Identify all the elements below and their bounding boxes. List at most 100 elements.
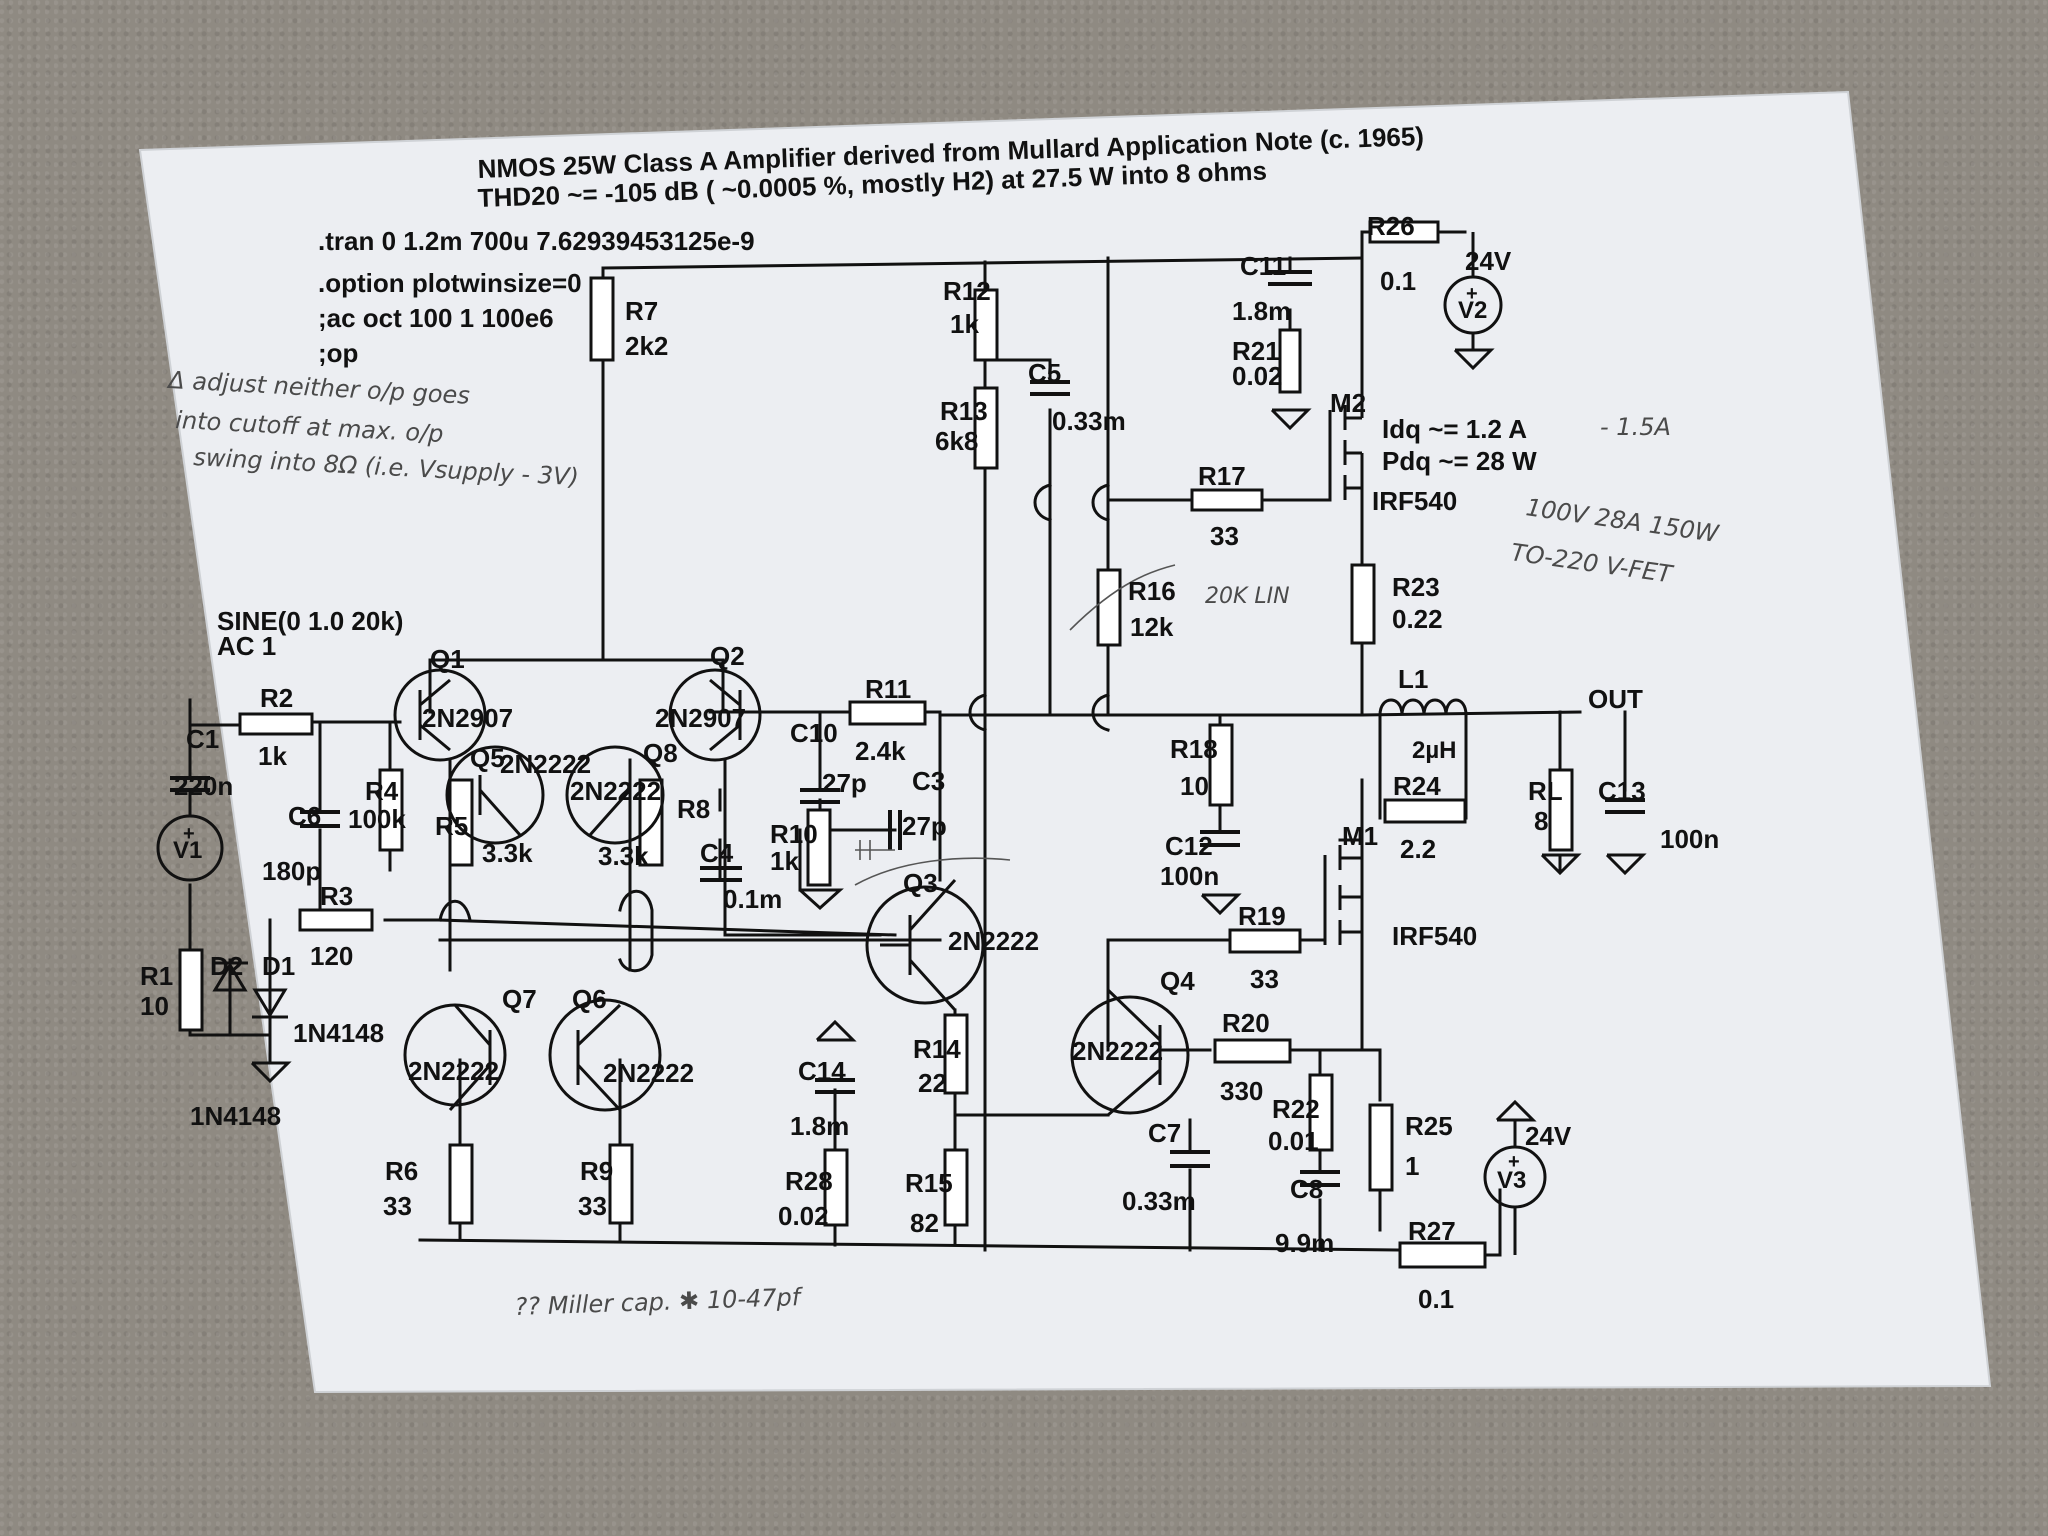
r10-value: 1k: [770, 846, 799, 876]
r28-value: 0.02: [778, 1201, 829, 1231]
r19-name: R19: [1238, 901, 1286, 931]
wire-crossovers: [438, 483, 1110, 973]
r15-value: 82: [910, 1208, 939, 1238]
q5-symbol: [445, 745, 545, 845]
svg-text:+: +: [1508, 1151, 1520, 1173]
r24-body: [1383, 798, 1467, 824]
r7-value: 2k2: [625, 331, 668, 361]
source-signs: + + +: [183, 283, 1520, 1173]
r20-name: R20: [1222, 1008, 1270, 1038]
m1-symbol: [1323, 845, 1362, 945]
q7-model: 2N2222: [408, 1056, 499, 1086]
r6-body: [448, 1143, 474, 1225]
v1-name: V1: [173, 837, 202, 864]
r3-name: R3: [320, 881, 353, 911]
q3-model: 2N2222: [948, 926, 1039, 956]
hand-r16-note: 20K LIN: [1205, 584, 1290, 609]
directive-ac: ;ac oct 100 1 100e6: [318, 303, 554, 333]
r15-name: R15: [905, 1168, 953, 1198]
q6-symbol: [548, 998, 662, 1112]
r28-name: R28: [785, 1166, 833, 1196]
r22-value: 0.01: [1268, 1126, 1319, 1156]
c10-value: 27p: [822, 768, 867, 798]
r1-value: 10: [140, 991, 169, 1021]
q3-name: Q3: [903, 868, 938, 898]
q4-model: 2N2222: [1072, 1036, 1163, 1066]
l1-value: 2µH: [1412, 737, 1457, 764]
svg-text:+: +: [1466, 283, 1478, 305]
r10-name: R10: [770, 819, 818, 849]
r9-name: R9: [580, 1156, 613, 1186]
r23-value: 0.22: [1392, 604, 1443, 634]
q2-symbol: [668, 668, 762, 762]
r26-name: R26: [1367, 211, 1415, 241]
r16-value: 12k: [1130, 612, 1174, 642]
rl-value: 8: [1534, 806, 1548, 836]
rl-body: [1548, 768, 1574, 852]
svg-text:+: +: [183, 823, 195, 845]
directive-option: .option plotwinsize=0: [318, 268, 582, 298]
c13-value: 100n: [1660, 824, 1719, 854]
r12-name: R12: [943, 276, 991, 306]
r12-value: 1k: [950, 309, 979, 339]
q4-symbol: [1070, 995, 1190, 1115]
q1-symbol: [393, 668, 487, 762]
q2-name: Q2: [710, 641, 745, 671]
r27-value: 0.1: [1418, 1284, 1454, 1314]
r3-body: [298, 908, 374, 932]
r14-value: 22: [918, 1068, 947, 1098]
v3-value: 24V: [1525, 1121, 1572, 1151]
c11-name: C11: [1240, 251, 1286, 281]
q1-name: Q1: [430, 644, 465, 674]
spice-idq: Idq ~= 1.2 A: [1382, 414, 1527, 444]
r10-body: [806, 808, 832, 887]
r26-value: 0.1: [1380, 266, 1416, 296]
diodes: [212, 950, 288, 1035]
r4-body: [378, 768, 404, 852]
r22-body: [1308, 1073, 1334, 1152]
c7-name: C7: [1148, 1118, 1181, 1148]
r4-name: R4: [365, 776, 399, 806]
r9-value: 33: [578, 1191, 607, 1221]
r21-value: 0.02: [1232, 361, 1283, 391]
directive-op: ;op: [318, 338, 358, 368]
r19-body: [1228, 928, 1302, 954]
c12-name: C12: [1165, 831, 1213, 861]
r6-name: R6: [385, 1156, 418, 1186]
r14-name: R14: [913, 1034, 961, 1064]
voltage-sources: [156, 232, 1547, 1255]
r21-name: R21: [1232, 336, 1280, 366]
r25-name: R25: [1405, 1111, 1453, 1141]
directive-tran: .tran 0 1.2m 700u 7.62939453125e-9: [318, 226, 755, 256]
q4-name: Q4: [1160, 966, 1195, 996]
component-labels: R7 2k2 R12 1k R13 6k8 C5 0.33m C11 1.8m …: [140, 211, 1719, 1314]
r25-body: [1368, 1103, 1394, 1192]
r1-body: [178, 948, 204, 1032]
d2-model: 1N4148: [190, 1101, 281, 1131]
m2-name: M2: [1330, 388, 1366, 418]
r17-value: 33: [1210, 521, 1239, 551]
m2-symbol: [1328, 400, 1364, 500]
r7-body: [589, 276, 615, 362]
c14-name: C14: [798, 1056, 846, 1086]
r3-value: 120: [310, 941, 353, 971]
r6-value: 33: [383, 1191, 412, 1221]
c3-name: C3: [912, 766, 945, 796]
r4-value: 100k: [348, 804, 406, 834]
c14-value: 1.8m: [790, 1111, 849, 1141]
r1-name: R1: [140, 961, 173, 991]
r16-name: R16: [1128, 576, 1176, 606]
r16-body: [1096, 568, 1122, 647]
c5-value: 0.33m: [1052, 406, 1126, 436]
c12-value: 100n: [1160, 861, 1219, 891]
c4-name: C4: [700, 838, 734, 868]
r13-value: 6k8: [935, 426, 978, 456]
r9-body: [608, 1143, 634, 1225]
d1-name: D1: [262, 951, 295, 981]
r8-name: R8: [677, 794, 710, 824]
q3-symbol: [865, 885, 985, 1005]
q6-model: 2N2222: [603, 1058, 694, 1088]
q1-model: 2N2907: [422, 703, 513, 733]
r13-body: [973, 386, 999, 470]
